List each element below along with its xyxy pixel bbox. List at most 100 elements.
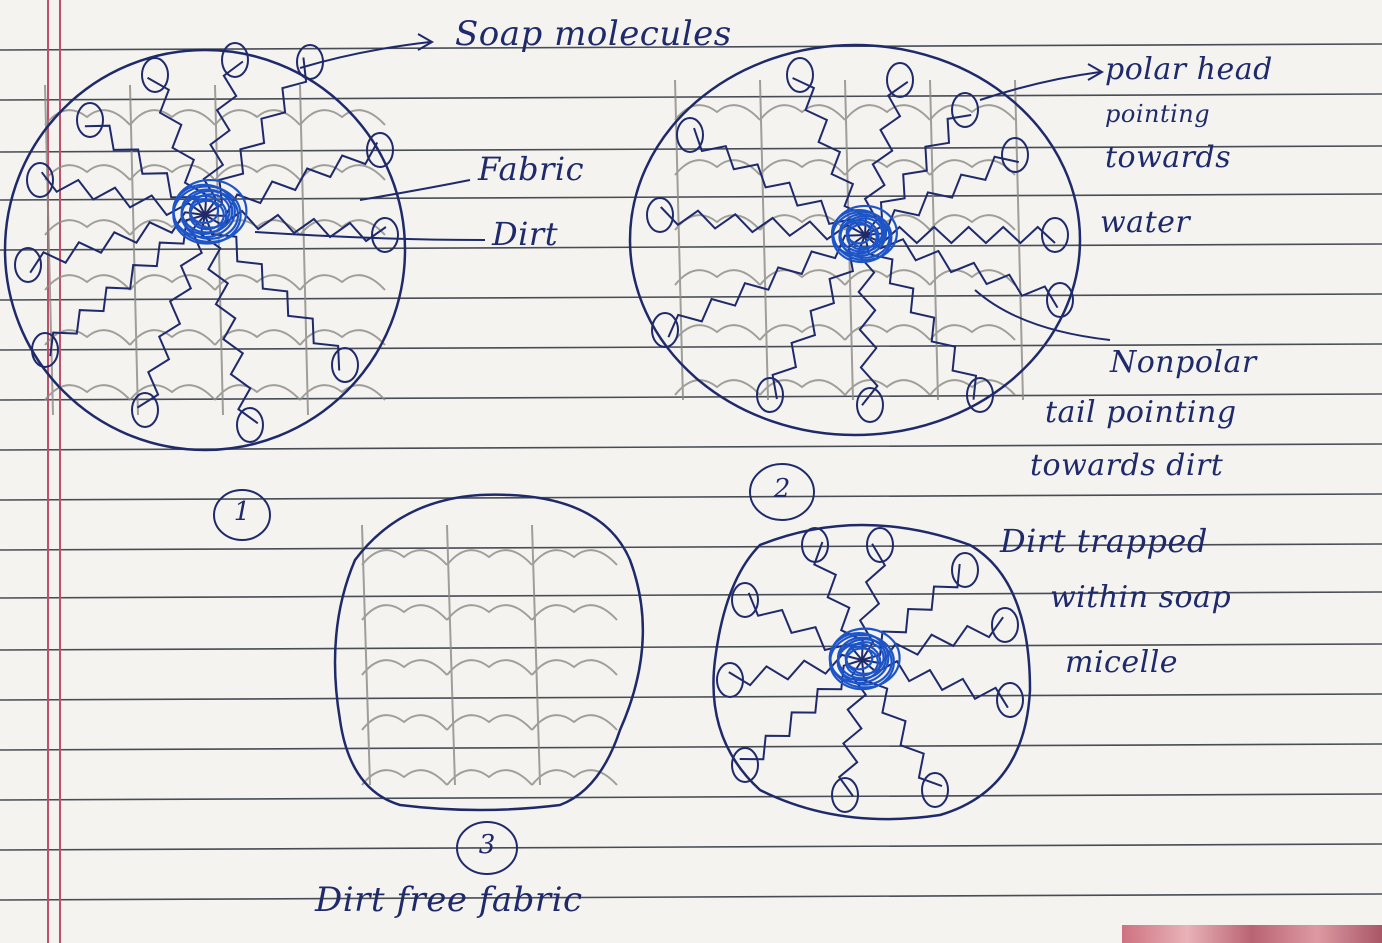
leader-soap-molecules (300, 42, 430, 68)
fabric-2-pattern-chevron (760, 380, 845, 395)
soap-2-polar-head (787, 58, 813, 92)
fabric-3-pattern-chevron (532, 660, 617, 675)
rule-line (0, 844, 1382, 850)
label-polar-head-3: towards (1105, 140, 1231, 175)
soap-3-polar-head (832, 778, 858, 812)
soap-1-polar-head (77, 103, 103, 137)
fabric-3-pattern-chevron (447, 550, 532, 565)
fabric-1-pattern-chevron (45, 110, 130, 125)
fabric-3-pattern-chevron (532, 770, 617, 785)
fabric-2-pattern-chevron (845, 105, 930, 120)
soap-1-tail (201, 215, 258, 423)
rule-line (0, 794, 1382, 800)
soap-3-polar-head (997, 683, 1023, 717)
soap-1-polar-head (237, 408, 263, 442)
label-nonpolar-3: towards dirt (1030, 448, 1223, 483)
rule-line (0, 244, 1382, 250)
fabric-3-pattern-chevron (447, 660, 532, 675)
label-dirt-free-fabric: Dirt free fabric (315, 880, 583, 920)
soap-3-polar-head (992, 608, 1018, 642)
soap-1-tail (50, 215, 205, 356)
label-trapped-1: Dirt trapped (1000, 522, 1208, 560)
fabric-1-pattern-chevron (130, 330, 215, 345)
soap-1-polar-head (222, 43, 248, 77)
fabric-2-pattern-chevron (675, 160, 760, 175)
label-nonpolar-2: tail pointing (1045, 395, 1237, 430)
fabric-1-pattern-chevron (215, 110, 300, 125)
fabric-2-pattern-chevron (760, 105, 845, 120)
fabric-1-pattern-chevron (45, 385, 130, 400)
soap-1-polar-head (332, 348, 358, 382)
soap-2-polar-head (857, 388, 883, 422)
soap-1-polar-head (27, 163, 53, 197)
fabric-3-pattern-chevron (362, 660, 447, 675)
fabric-2-pattern-chevron (845, 380, 930, 395)
soap-3-polar-head (802, 528, 828, 562)
fabric-2-pattern-chevron (675, 380, 760, 395)
soap-1-polar-head (142, 58, 168, 92)
step-3-number: 3 (467, 830, 507, 860)
fabric-1-pattern-chevron (300, 275, 385, 290)
soap-3-polar-head (922, 773, 948, 807)
leader-fabric (360, 180, 470, 200)
fabric-3-pattern-chevron (362, 770, 447, 785)
fabric-2-pattern-chevron (930, 105, 1015, 120)
fabric-1-pattern-chevron (300, 165, 385, 180)
label-polar-head-1: polar head (1105, 52, 1273, 87)
soap-2-polar-head (1002, 138, 1028, 172)
fabric-2-pattern-chevron (845, 325, 930, 340)
fabric-3-pattern-chevron (362, 715, 447, 730)
fabric-circle-clean (335, 495, 643, 810)
label-polar-head-4: water (1100, 205, 1190, 240)
soap-2-tail (793, 78, 866, 235)
fabric-3-pattern-chevron (447, 605, 532, 620)
fabric-3-pattern-chevron (532, 715, 617, 730)
fabric-1-pattern-chevron (45, 165, 130, 180)
fabric-3-pattern-chevron (447, 715, 532, 730)
fabric-circle-top-right (630, 45, 1080, 435)
step-2-number: 2 (762, 474, 802, 504)
rule-line (0, 694, 1382, 700)
fabric-3-pattern-chevron (447, 770, 532, 785)
fabric-1-pattern-chevron (130, 110, 215, 125)
fabric-1-pattern-chevron (300, 110, 385, 125)
fabric-3-pattern-chevron (532, 605, 617, 620)
fabric-2-pattern-chevron (930, 325, 1015, 340)
fabric-2-pattern-chevron (760, 325, 845, 340)
fabric-3-pattern-chevron (362, 605, 447, 620)
rule-line (0, 894, 1382, 900)
leader-nonpolar (975, 290, 1110, 340)
label-trapped-2: within soap (1050, 580, 1231, 615)
soap-3-tail (749, 593, 862, 660)
soap-3-polar-head (952, 553, 978, 587)
fabric-1-pattern-chevron (130, 275, 215, 290)
fabric-3-pattern-chevron (362, 550, 447, 565)
fabric-3-pattern-chevron (532, 550, 617, 565)
fabric-edge-strip (1122, 925, 1382, 943)
soap-1-polar-head (132, 393, 158, 427)
soap-2-polar-head (887, 63, 913, 97)
soap-3-polar-head (717, 663, 743, 697)
fabric-2-pattern-warp (760, 80, 768, 400)
soap-3-polar-head (732, 583, 758, 617)
soap-2-tail (865, 235, 976, 400)
rule-line (0, 744, 1382, 750)
label-soap-molecules: Soap molecules (455, 14, 732, 54)
step-1-number: 1 (222, 497, 262, 527)
label-dirt: Dirt (492, 215, 558, 253)
fabric-2-pattern-chevron (675, 270, 760, 285)
fabric-1-pattern-warp (300, 85, 308, 415)
fabric-2-pattern-warp (930, 80, 938, 400)
soap-3-polar-head (732, 748, 758, 782)
label-trapped-3: micelle (1065, 645, 1178, 680)
label-fabric: Fabric (478, 150, 584, 188)
fabric-1-pattern-chevron (215, 385, 300, 400)
soap-2-tail (865, 227, 1055, 243)
label-nonpolar-1: Nonpolar (1110, 345, 1257, 380)
label-polar-head-2: pointing (1105, 100, 1210, 128)
leader-dirt (255, 232, 485, 240)
soap-1-polar-head (15, 248, 41, 282)
fabric-2-pattern-chevron (845, 270, 930, 285)
rule-line (0, 494, 1382, 500)
soap-2-polar-head (677, 118, 703, 152)
